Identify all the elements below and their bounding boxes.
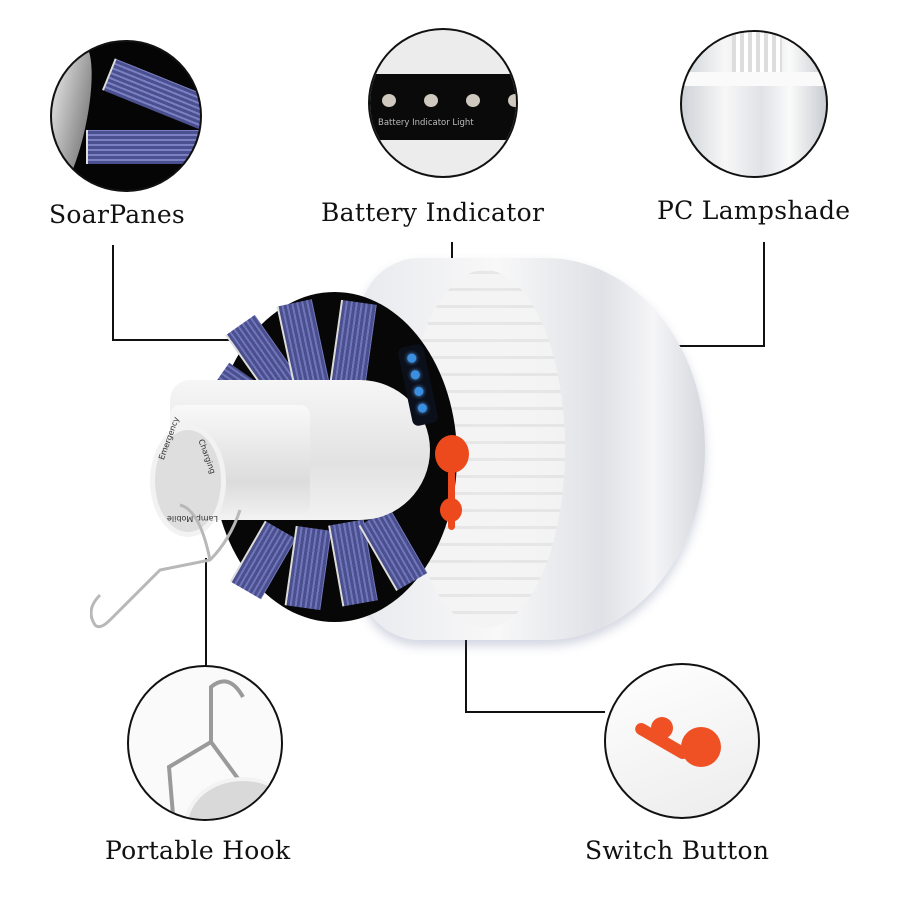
led-icon [417, 402, 428, 414]
switch-detail-bead [651, 717, 673, 739]
label-battery-indicator: Battery Indicator [321, 198, 545, 227]
hook-icon [90, 503, 242, 629]
solar-panels-detail-circle [50, 40, 202, 192]
leader-hook-v [205, 558, 207, 666]
indicator-caption: Battery Indicator Light [378, 118, 474, 128]
leader-solar-v [112, 245, 114, 340]
led-icon [508, 94, 516, 107]
led-icon [382, 94, 396, 107]
solar-lamp-product: Emergency Charging Lamp Mobile [90, 250, 710, 650]
solar-cell-icon [86, 130, 200, 164]
leader-solar-h [112, 339, 240, 341]
label-portable-hook: Portable Hook [105, 836, 291, 865]
led-icon [466, 94, 480, 107]
cap-text-right: Charging [196, 438, 218, 476]
battery-indicator-detail-circle: Battery Indicator Light [368, 28, 518, 178]
portable-hook-detail-circle [127, 665, 283, 821]
solar-cell-icon [102, 58, 200, 136]
led-icon [413, 386, 425, 397]
cap-text-top: Emergency [157, 415, 181, 462]
lampshade-rim [682, 72, 826, 86]
led-icon [409, 369, 421, 381]
lampshade-ribs [732, 32, 782, 72]
label-pc-lampshade: PC Lampshade [657, 196, 851, 225]
switch-button-detail-circle [604, 663, 760, 819]
leader-lampshade-v [763, 242, 765, 346]
indicator-strip: Battery Indicator Light [370, 74, 516, 140]
pc-lampshade-detail-circle [680, 30, 828, 178]
led-icon [424, 94, 438, 107]
lamp-end-cap: Emergency Charging Lamp Mobile [150, 416, 226, 537]
lamp-edge [52, 42, 103, 190]
switch-button[interactable] [435, 435, 469, 473]
leader-lampshade-h [648, 345, 765, 347]
switch-knob [440, 498, 462, 522]
switch-detail-knob [681, 727, 721, 767]
label-switch-button: Switch Button [585, 836, 770, 865]
led-icon [406, 352, 418, 364]
leader-switch-h [465, 711, 605, 713]
label-solar-panels: SoarPanes [49, 200, 186, 229]
indicator-leds [382, 94, 516, 107]
